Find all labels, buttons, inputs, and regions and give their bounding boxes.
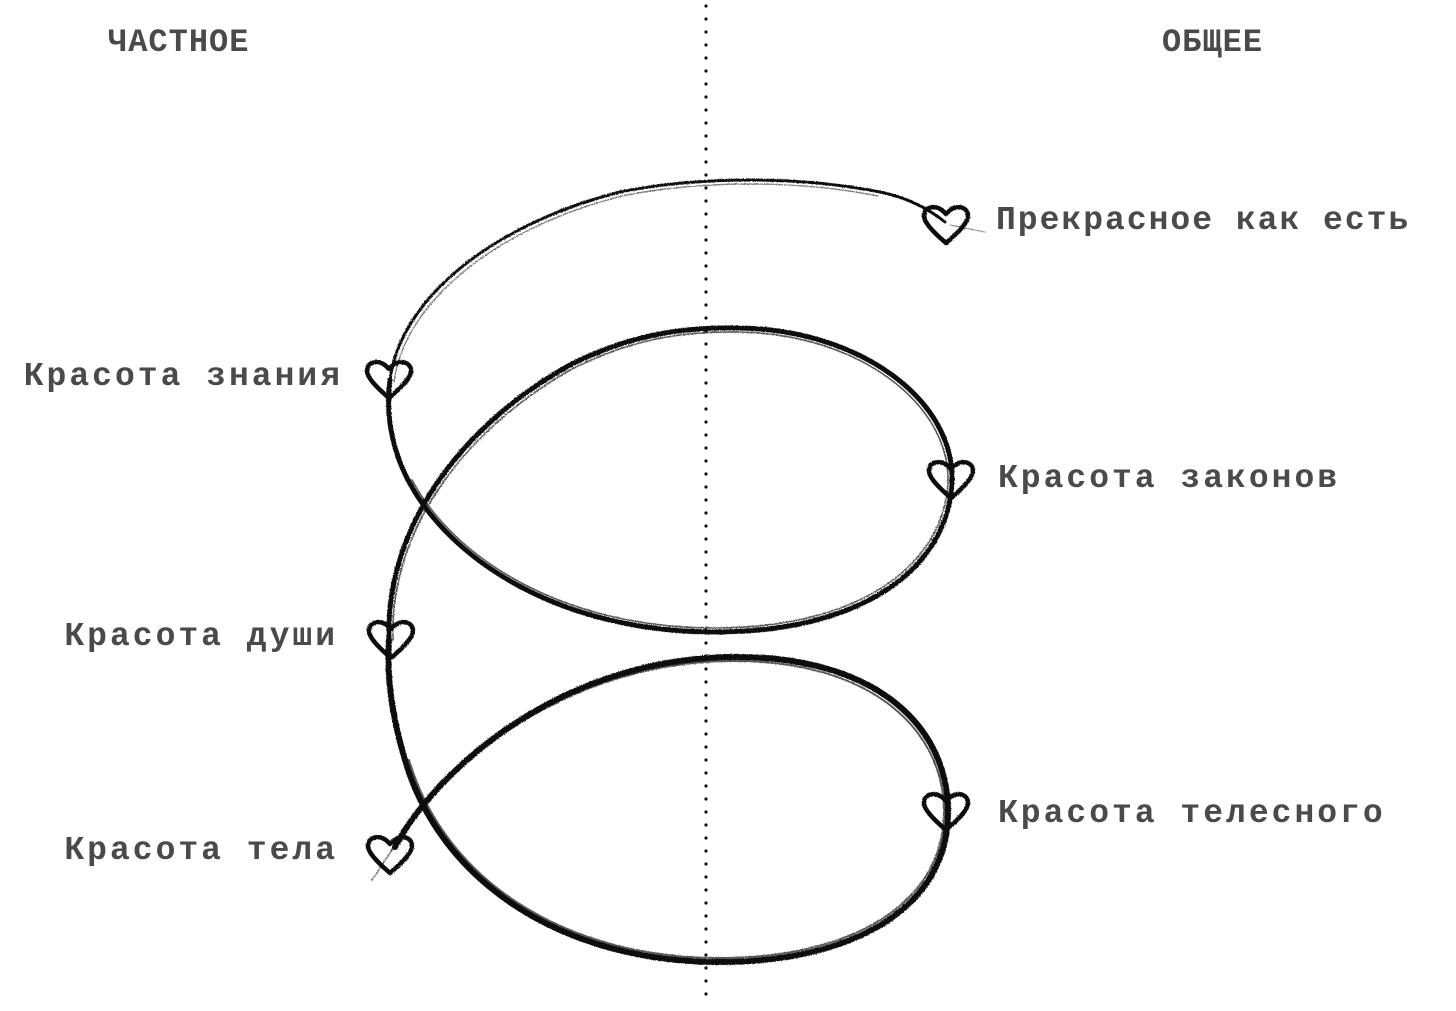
heart-icon-body <box>365 834 415 876</box>
spiral-segment-upper <box>388 178 947 382</box>
heart-icon-knowledge <box>364 359 414 401</box>
stage-label-bodily: Красота телесного <box>998 795 1386 832</box>
stage-label-soul: Красота души <box>64 618 338 655</box>
heart-icon-soul <box>366 619 416 661</box>
heart-icon-beauty <box>921 204 971 246</box>
spiral-segment-lower-shadow <box>391 659 946 959</box>
stage-label-laws: Красота законов <box>998 460 1341 497</box>
stage-label-body: Красота тела <box>64 832 338 869</box>
stage-label-knowledge: Красота знания <box>23 358 343 395</box>
header-general: ОБЩЕЕ <box>1162 24 1264 61</box>
spiral-segment-middle-shadow <box>392 331 949 641</box>
spiral-segment-upper-shadow <box>393 183 879 383</box>
spiral-segment-middle <box>386 325 955 643</box>
heart-icon-laws <box>926 459 976 501</box>
spiral-tail-end <box>949 224 986 233</box>
spiral-segment-lower <box>385 637 952 965</box>
heart-icon-bodily <box>921 791 971 833</box>
header-particular: ЧАСТНОЕ <box>108 24 250 61</box>
stage-label-beauty-as-is: Прекрасное как есть <box>996 202 1411 239</box>
